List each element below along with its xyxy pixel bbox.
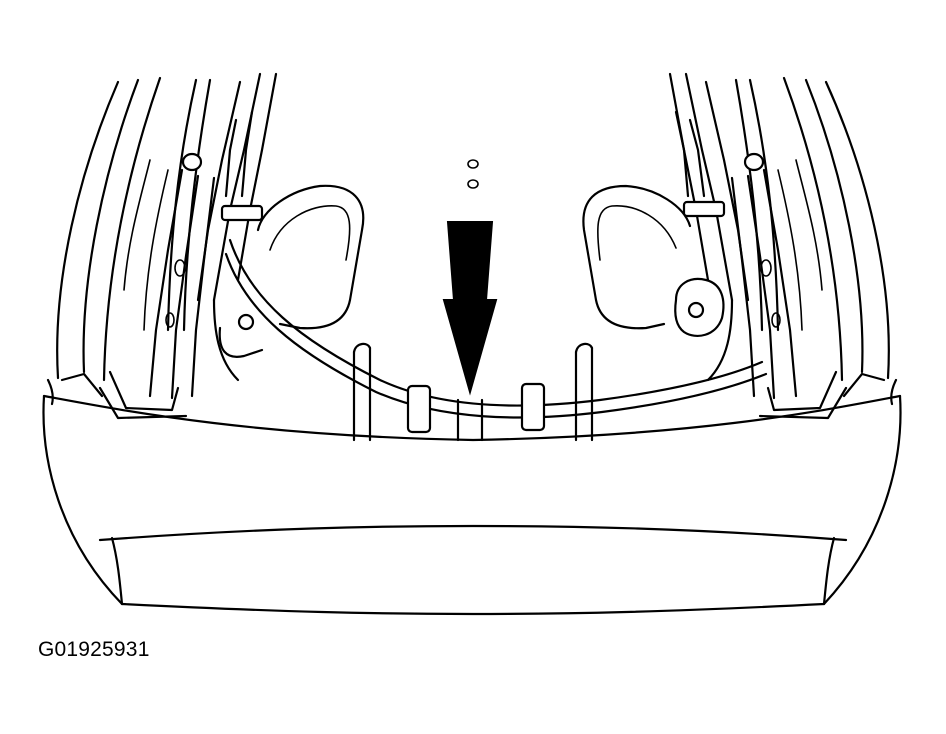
front-cushion: [42, 378, 902, 616]
center-holes: [467, 159, 479, 189]
cable-clip-right: [520, 382, 546, 432]
left-seat-track: [60, 72, 278, 420]
down-arrow-icon: [442, 221, 498, 396]
release-cable: [224, 238, 768, 434]
left-seat-side: [56, 76, 212, 382]
cable-clip-left: [406, 384, 432, 434]
left-bracket: [218, 184, 365, 358]
right-seat-track: [668, 72, 886, 420]
figure-id-label: G01925931: [38, 638, 150, 661]
seat-frame: [212, 298, 734, 442]
right-seat-side: [734, 76, 890, 382]
right-bracket: [582, 184, 725, 337]
